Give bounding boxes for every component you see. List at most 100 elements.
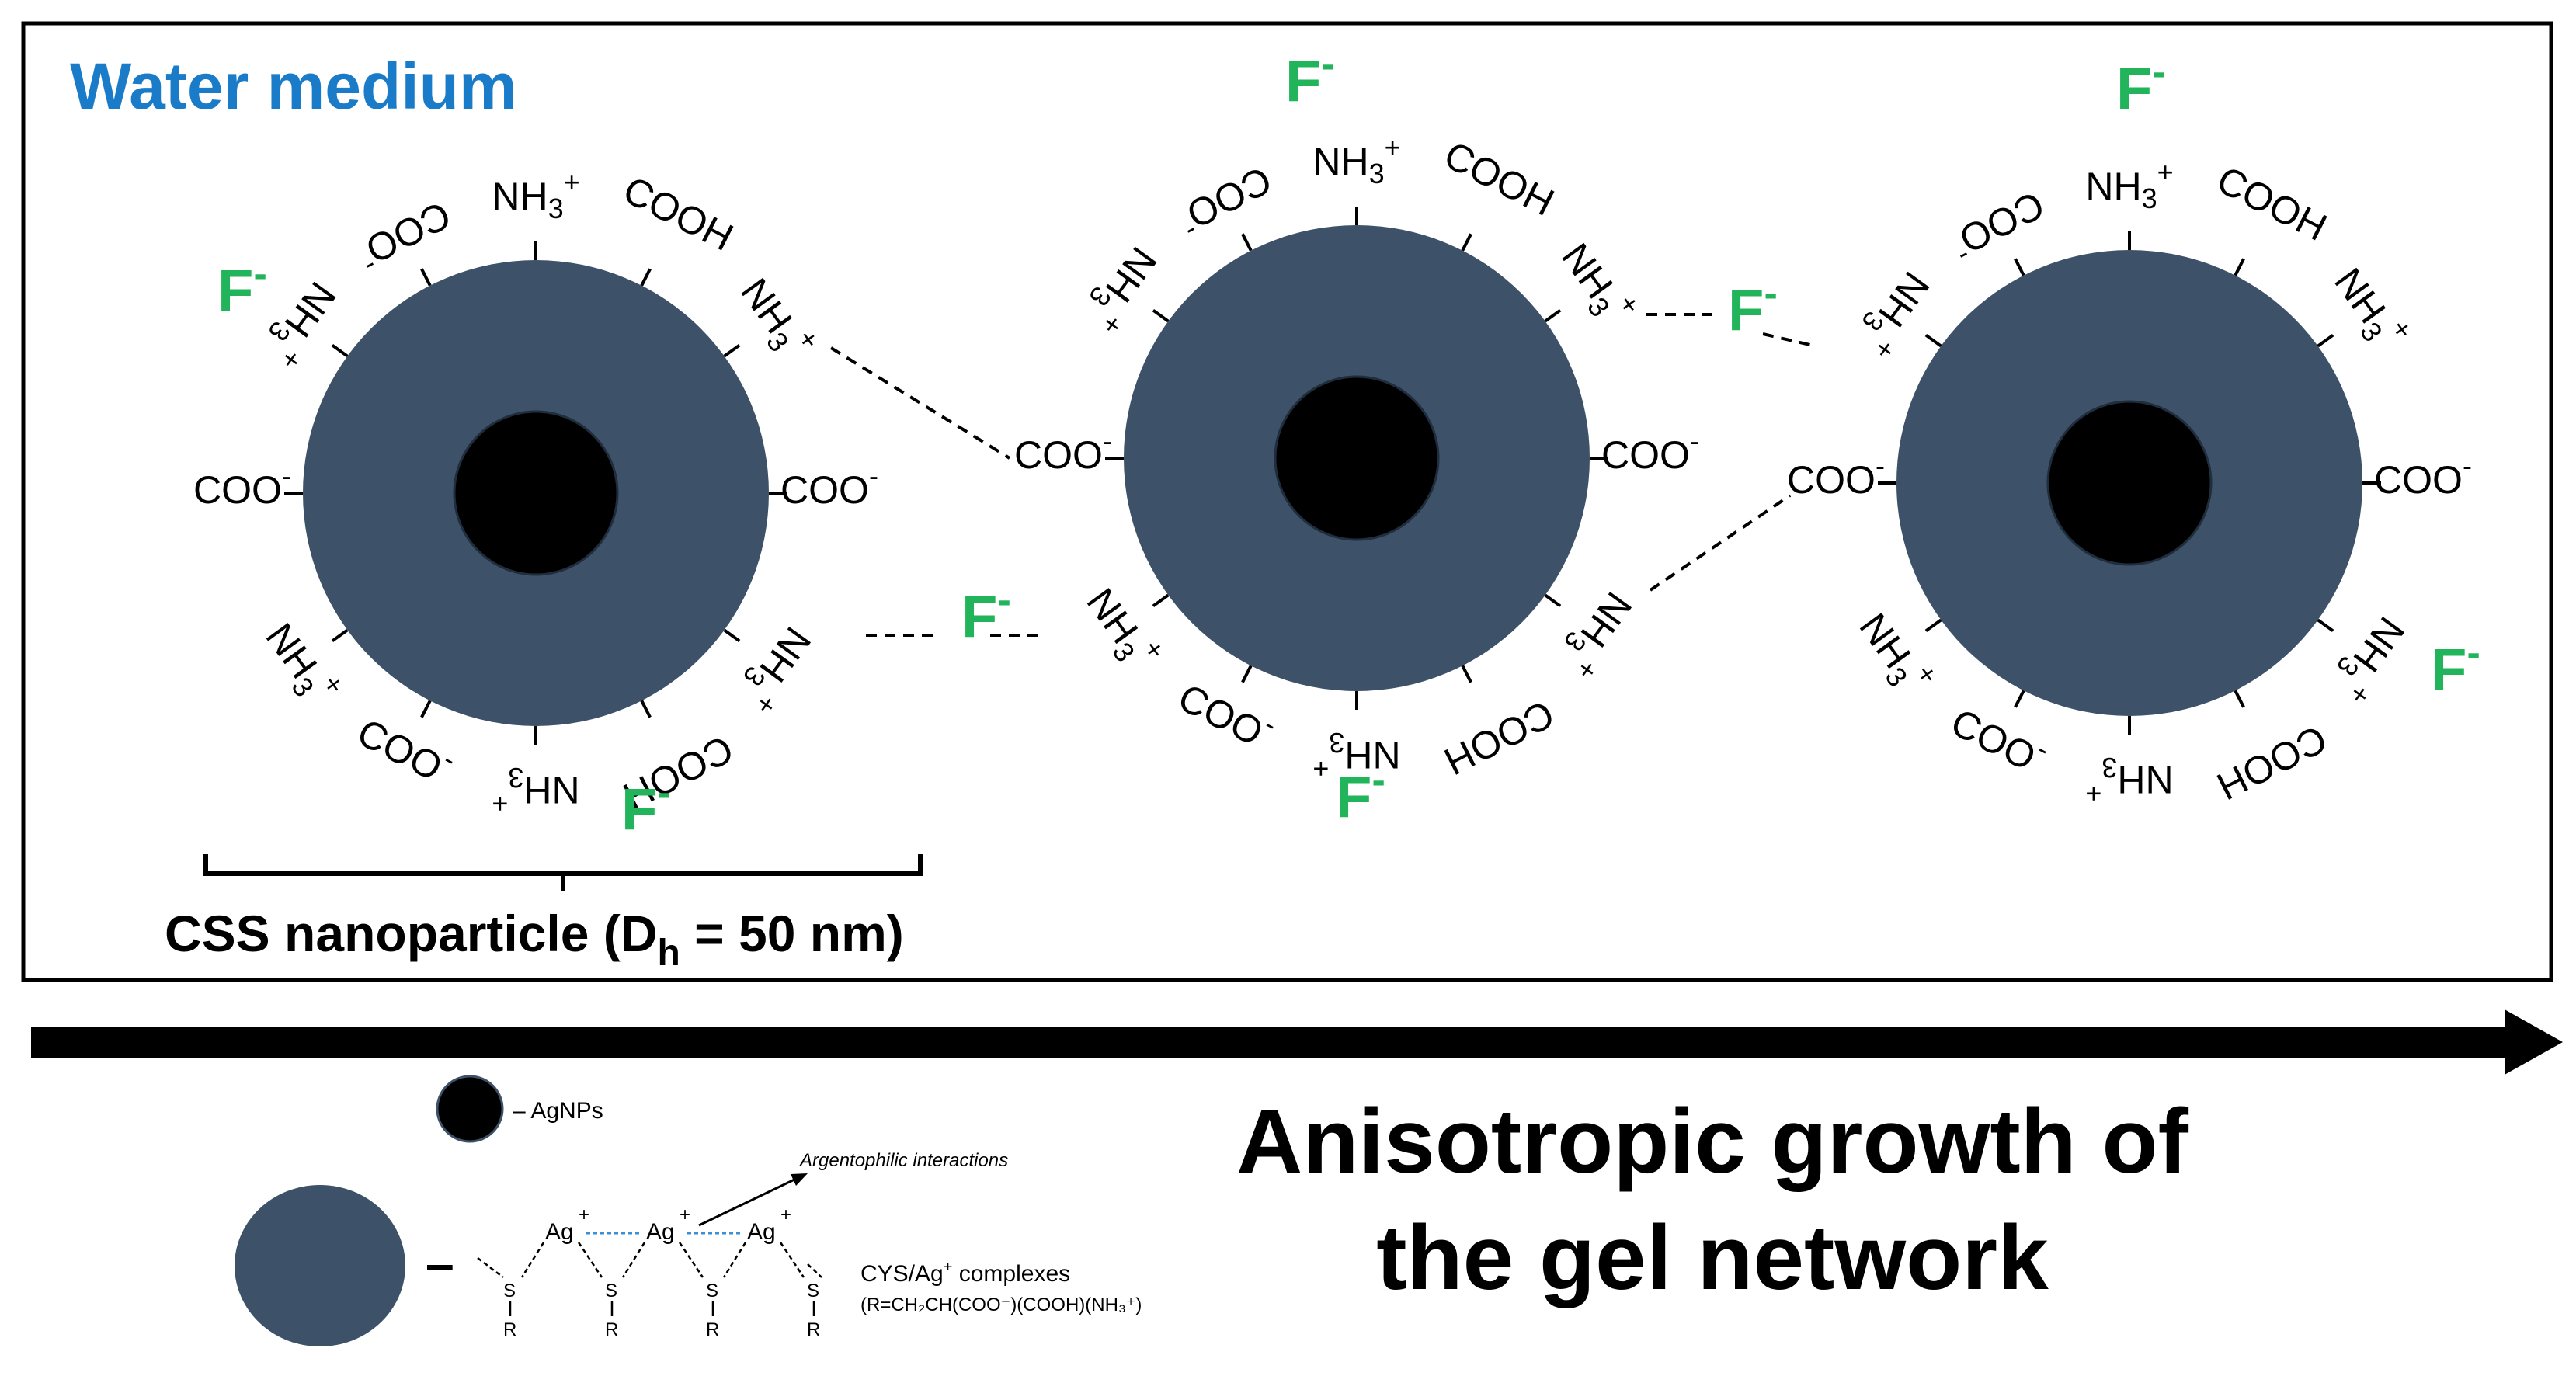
carboxylate-group: COO- xyxy=(780,460,878,513)
carboxylic-acid-group: COOH xyxy=(1437,133,1561,224)
carboxylate-group: COO- xyxy=(1944,692,2055,783)
fluoride-ion: F- xyxy=(1336,758,1385,830)
legend-shell-dash: – xyxy=(426,1235,454,1292)
ligand-bond xyxy=(331,628,349,643)
ligand-bond xyxy=(2234,258,2245,276)
ligand-bond xyxy=(420,700,432,718)
ligand-bond xyxy=(331,343,349,358)
ligand-bond xyxy=(2014,258,2025,276)
carboxylate-group: COO- xyxy=(350,193,461,283)
carboxylate-group: COO- xyxy=(1601,425,1699,478)
carboxylate-group: COO- xyxy=(1171,158,1282,248)
ligand-bond xyxy=(723,628,741,643)
ag-atom-2: Ag xyxy=(646,1219,675,1245)
ammonium-group: NH3+ xyxy=(1846,600,1945,706)
css-nanoparticle: COO-NH3+COOHNH3+COO-NH3+COO-NH3+COO-NH3+… xyxy=(1014,131,1699,786)
ligand-bond xyxy=(1152,308,1170,323)
process-caption-line2: the gel network xyxy=(1376,1207,2049,1309)
legend: – AgNPs – Ag + Ag + Ag + Argentophilic i… xyxy=(235,1075,1142,1346)
link-nh3-coo xyxy=(829,346,1011,460)
css-nanoparticle: COO-NH3+COOHNH3+COO-NH3+COO-NH3+COO-NH3+… xyxy=(1787,156,2472,811)
carboxylic-acid-group: COOH xyxy=(2210,158,2334,249)
interaction-pointer xyxy=(698,1177,797,1227)
fluoride-ion: F- xyxy=(961,578,1011,650)
complex-label: CYS/Ag+ complexes xyxy=(860,1259,1070,1287)
medium-title: Water medium xyxy=(70,50,517,123)
carboxylate-group: COO- xyxy=(1787,450,1885,502)
ligand-bond xyxy=(2317,618,2334,633)
scale-bracket xyxy=(203,854,923,891)
process-arrow xyxy=(31,1009,2563,1075)
carboxylic-acid-group: COOH xyxy=(2210,717,2334,808)
interaction-label: Argentophilic interactions xyxy=(798,1150,1008,1171)
carboxylate-group: COO- xyxy=(1944,182,2055,273)
process-arrow-head xyxy=(2505,1009,2563,1075)
nanoparticle-network: COO-NH3+COOHNH3+COO-NH3+COO-NH3+COO-NH3+… xyxy=(193,131,2472,821)
ligand-bond xyxy=(1544,308,1562,323)
svg-text:+: + xyxy=(780,1204,791,1225)
carboxylic-acid-group: COOH xyxy=(617,168,740,259)
ligand-bond xyxy=(1241,665,1253,683)
carboxylate-group: COO- xyxy=(2374,450,2472,502)
r-group-2: R xyxy=(605,1319,618,1340)
agnp-core xyxy=(453,410,619,576)
fluoride-ions: F-F-F-F-F-F-F-F- xyxy=(217,42,2480,843)
ammonium-group: NH3+ xyxy=(1312,131,1400,189)
interaction-links xyxy=(829,313,1814,637)
cysteine-units xyxy=(477,1242,822,1316)
ammonium-group: NH3+ xyxy=(728,265,826,370)
carboxylic-acid-group: COOH xyxy=(1437,692,1561,784)
ammonium-group: NH3+ xyxy=(1549,230,1647,335)
panel-frame xyxy=(21,21,2553,982)
ligand-bond xyxy=(723,343,741,358)
ligand-bond xyxy=(2317,333,2334,348)
ligand-bond xyxy=(2014,690,2025,708)
r-group-3: R xyxy=(706,1319,719,1340)
svg-text:+: + xyxy=(579,1204,589,1225)
ligand-bond xyxy=(640,268,652,287)
ag-atom-1: Ag xyxy=(545,1219,574,1245)
fluoride-ion: F- xyxy=(1285,42,1335,114)
ammonium-group: NH3+ xyxy=(252,270,351,376)
ligand-bond xyxy=(2234,690,2245,708)
legend-agnp-swatch xyxy=(436,1075,504,1143)
scale-label: CSS nanoparticle (Dh = 50 nm) xyxy=(165,905,904,974)
agnp-core xyxy=(2046,400,2213,566)
carboxylate-group: COO- xyxy=(350,702,461,793)
ammonium-group: NH3+ xyxy=(252,610,351,716)
r-group-1: R xyxy=(503,1319,516,1340)
ammonium-group: NH3+ xyxy=(1073,235,1172,341)
link-f-nh3-top xyxy=(1762,332,1814,347)
ammonium-group: NH3+ xyxy=(1549,581,1647,686)
s-atom-4: S xyxy=(807,1280,819,1301)
fluoride-ion: F- xyxy=(217,252,267,324)
ammonium-group: NH3+ xyxy=(2321,255,2420,360)
carboxylate-group: COO- xyxy=(1171,667,1282,758)
ammonium-group: NH3+ xyxy=(1073,575,1172,681)
ligand-bond xyxy=(1152,593,1170,608)
css-nanoparticle: COO-NH3+COOHNH3+COO-NH3+COO-NH3+COO-NH3+… xyxy=(193,166,878,821)
ammonium-group: NH3+ xyxy=(2321,606,2420,711)
process-arrow-shaft xyxy=(31,1027,2516,1058)
fluoride-ion: F- xyxy=(2116,50,2166,122)
ligand-bond xyxy=(1924,333,1942,348)
s-atom-2: S xyxy=(605,1280,617,1301)
carboxylate-group: COO- xyxy=(1014,425,1112,478)
ligand-bond xyxy=(1461,233,1472,252)
legend-agnp-label: – AgNPs xyxy=(513,1098,603,1124)
ligand-bond xyxy=(420,268,432,287)
s-atom-3: S xyxy=(706,1280,718,1301)
legend-shell-swatch xyxy=(235,1185,405,1346)
carboxylate-group: COO- xyxy=(193,460,291,513)
ammonium-group: NH3+ xyxy=(2085,156,2173,214)
ligand-bond xyxy=(1924,618,1942,633)
ligand-bond xyxy=(1544,593,1562,608)
ligand-bond xyxy=(1461,665,1472,683)
ammonium-group: NH3+ xyxy=(2085,752,2173,810)
ammonium-group: NH3+ xyxy=(728,616,826,721)
svg-text:+: + xyxy=(680,1204,690,1225)
link-nh3-coo-right xyxy=(1649,494,1792,592)
s-atom-1: S xyxy=(503,1280,516,1301)
fluoride-ion: F- xyxy=(1728,271,1778,343)
